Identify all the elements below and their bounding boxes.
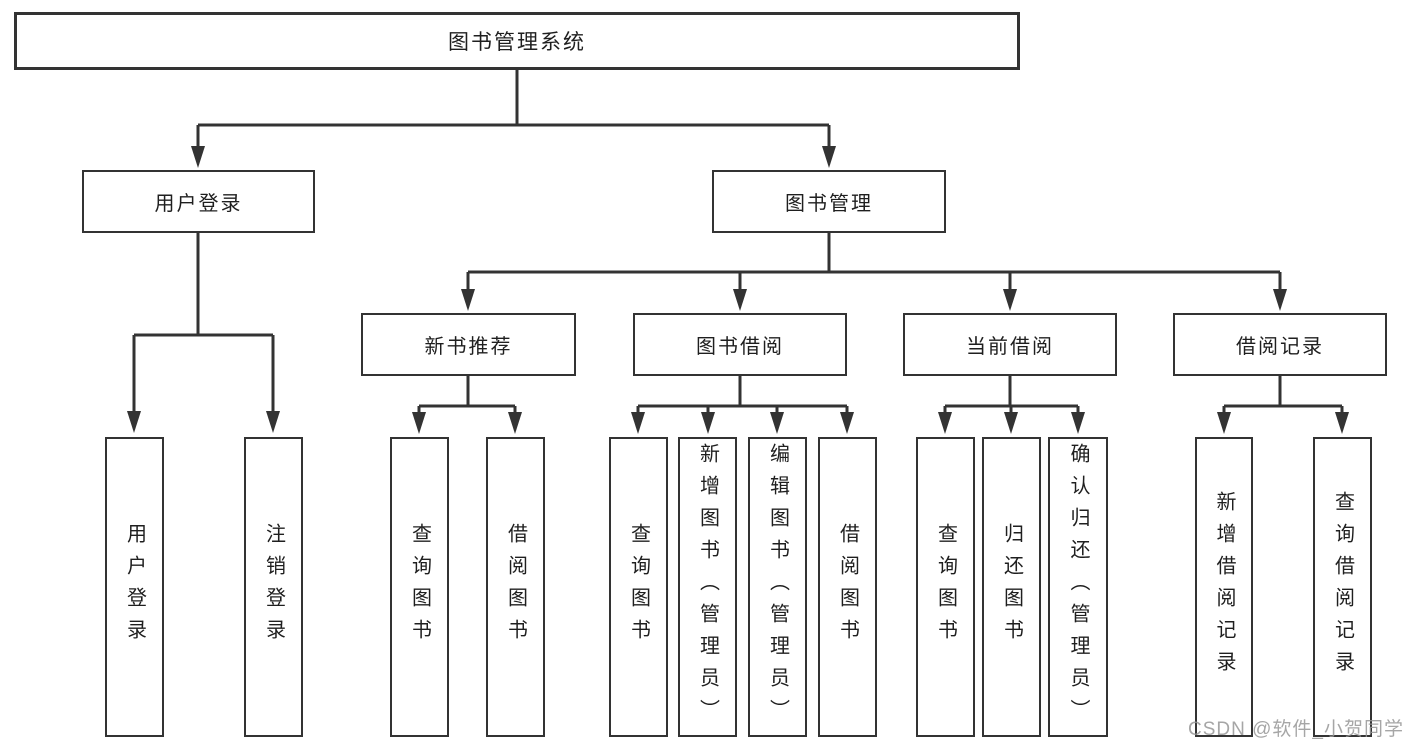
node-new-book-recommend: 新书推荐 [361, 313, 576, 376]
leaf-add-borrow-record: 新增借阅记录 [1195, 437, 1253, 737]
connector-root-level2 [191, 70, 836, 168]
leaf-borrow-book-borrowing: 借阅图书 [818, 437, 877, 737]
leaf-borrow-book-recommend: 借阅图书 [486, 437, 545, 737]
leaf-confirm-return-admin: 确认归还（管理员） [1048, 437, 1108, 737]
connector-user-login-children [127, 233, 280, 433]
connector-book-borrow-children [631, 376, 854, 434]
connector-new-book-children [412, 376, 522, 434]
connector-borrow-records-children [1217, 376, 1349, 434]
connector-current-borrow-children [938, 376, 1085, 434]
leaf-query-book-borrowing: 查询图书 [609, 437, 668, 737]
leaf-query-book-current: 查询图书 [916, 437, 975, 737]
leaf-add-book-admin: 新增图书（管理员） [678, 437, 737, 737]
leaf-return-book: 归还图书 [982, 437, 1041, 737]
node-borrow-records: 借阅记录 [1173, 313, 1387, 376]
node-current-borrowing: 当前借阅 [903, 313, 1117, 376]
connector-book-mgmt-level3 [461, 233, 1287, 311]
leaf-logout: 注销登录 [244, 437, 303, 737]
csdn-watermark: CSDN @软件_小贺同学 [1188, 719, 1404, 740]
leaf-query-borrow-record: 查询借阅记录 [1313, 437, 1372, 737]
node-book-borrowing: 图书借阅 [633, 313, 847, 376]
node-user-login: 用户登录 [82, 170, 315, 233]
leaf-query-book-recommend: 查询图书 [390, 437, 449, 737]
leaf-edit-book-admin: 编辑图书（管理员） [748, 437, 807, 737]
node-library-management-system: 图书管理系统 [14, 12, 1020, 70]
node-book-management: 图书管理 [712, 170, 946, 233]
leaf-user-login: 用户登录 [105, 437, 164, 737]
